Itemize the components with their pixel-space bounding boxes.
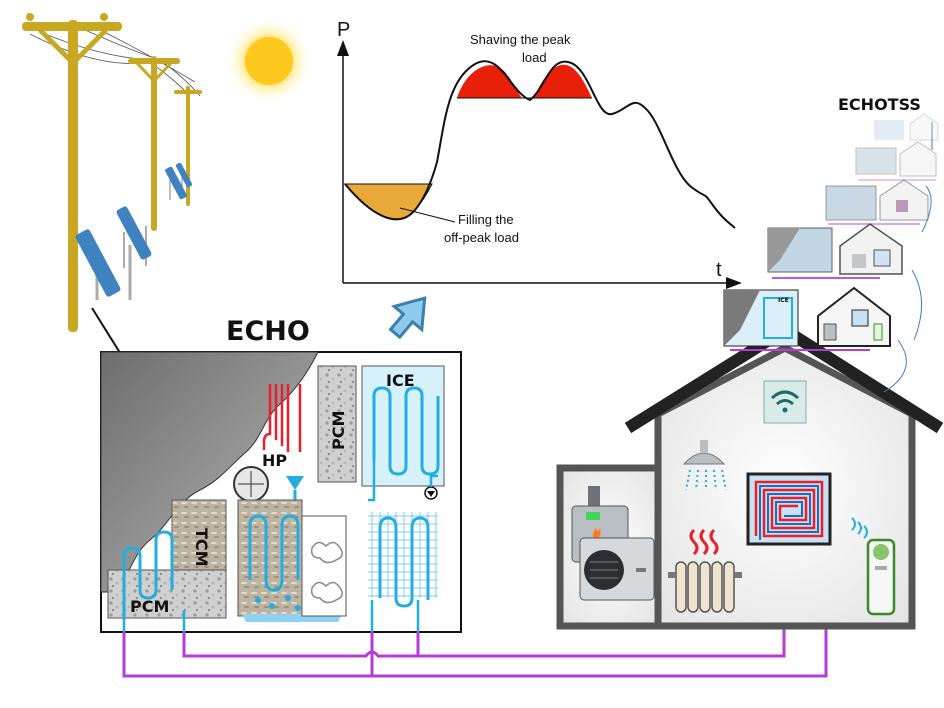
wifi-router-icon (763, 380, 807, 424)
y-axis-arrow (337, 40, 349, 56)
valley-annotation-line1: Filling the (458, 212, 514, 227)
echotss-house-4 (767, 223, 903, 279)
air-purifier-icon (851, 517, 896, 616)
pcm-bottom-label: PCM (130, 597, 169, 616)
utility-pole-large (22, 13, 122, 332)
pcm-label: PCM (329, 411, 348, 450)
house (556, 322, 944, 630)
ice-label: ICE (386, 371, 415, 390)
peak-fill-2 (534, 64, 592, 98)
floor-heating-icon (746, 472, 832, 546)
shower-icon (682, 440, 727, 491)
sun-core (245, 37, 293, 85)
evaporator-coil (248, 514, 300, 592)
pcm-bottom-coil (122, 530, 174, 620)
valley-annotation-leader (399, 207, 456, 223)
x-axis-label: t (716, 259, 722, 281)
utility-pole-medium (128, 56, 180, 231)
echotss-house-1 (874, 113, 939, 141)
valley-annotation-line2: off-peak load (444, 230, 519, 245)
svg-text:ICE: ICE (778, 297, 789, 304)
load-curve (344, 60, 736, 229)
solar-panel-large (75, 229, 132, 300)
water-drops (255, 595, 301, 611)
y-axis-label: P (337, 19, 350, 41)
blue-inner-connections (122, 600, 420, 632)
peak-annotation-line1: Shaving the peak (470, 32, 571, 47)
x-axis-arrow (726, 277, 742, 289)
peak-fill-1 (457, 65, 522, 98)
tcm-label: TCM (192, 528, 211, 567)
ice-coil (372, 386, 440, 476)
off-peak-fill (343, 183, 433, 220)
peak-annotation-line2: load (522, 50, 547, 65)
echotss-title: ECHOTSS (838, 95, 921, 114)
echotss-house-5: ICE (723, 286, 891, 351)
ice-exchanger-coil (378, 516, 430, 608)
solar-panel-small (165, 162, 193, 200)
radiator-icon (668, 528, 742, 613)
heat-pump-outdoor-unit-icon (579, 537, 655, 601)
solar-panel-medium (116, 206, 152, 268)
hp-hot-coil (262, 384, 302, 452)
echotss-house-2 (855, 141, 937, 181)
hp-label: HP (262, 451, 287, 470)
ice-tank (361, 365, 445, 487)
vapour-icon (310, 541, 343, 604)
load-curve-chart: P t Shaving the peak load Filling the of… (337, 19, 742, 289)
ice-loop-pipe (368, 460, 438, 502)
echo-storage-box: PCM ICE HP TCM PCM (100, 351, 462, 633)
pcm-tank (317, 365, 357, 483)
echotss-link-lines (883, 122, 933, 393)
purple-connections (122, 620, 828, 678)
pcm-bottom-tank (107, 569, 227, 619)
echo-title: ECHO (226, 316, 310, 347)
cursor-arrow-icon (388, 296, 427, 340)
echotss-house-3 (825, 179, 929, 225)
expansion-valve-icon (286, 476, 304, 490)
echotss-house-stack: ICE (723, 113, 939, 393)
